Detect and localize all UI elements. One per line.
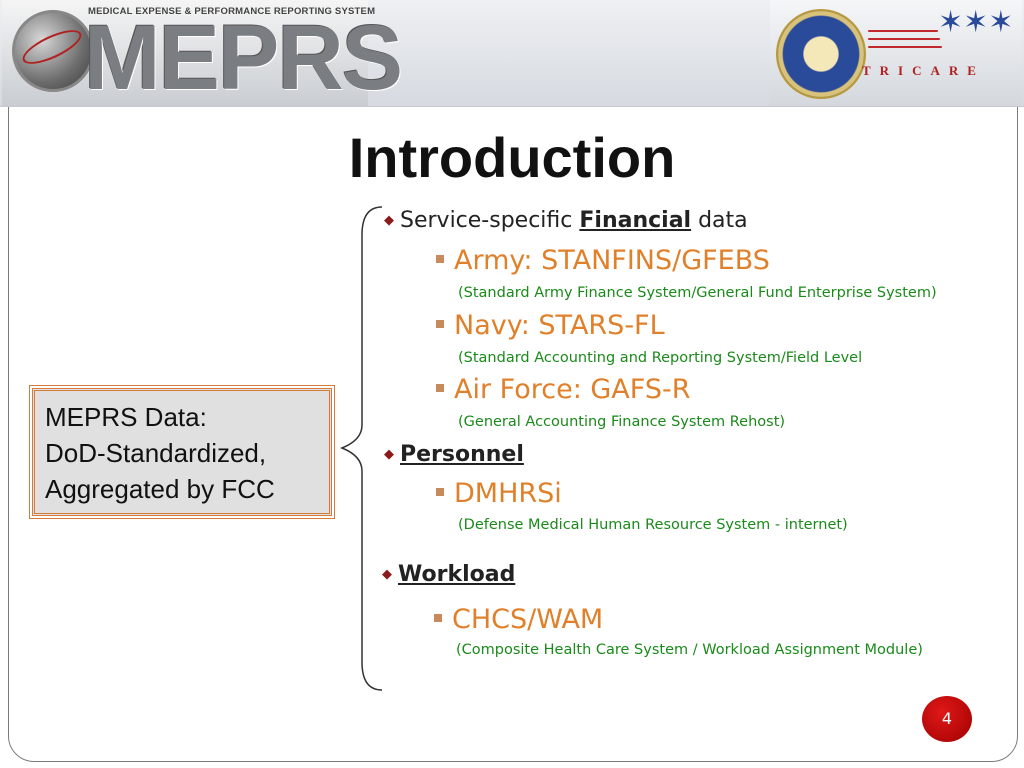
tricare-wordmark: TRICARE (862, 63, 985, 78)
financial-suffix: data (691, 208, 748, 233)
wave-icon (868, 30, 938, 32)
square-bullet-icon (436, 384, 444, 392)
tricare-logo: ✶✶✶ TRICARE (770, 0, 1022, 106)
square-bullet-icon (436, 320, 444, 328)
item-desc: (General Accounting Finance System Rehos… (458, 414, 786, 430)
square-bullet-icon (436, 488, 444, 496)
header-bar: MEDICAL EXPENSE & PERFORMANCE REPORTING … (0, 0, 1024, 109)
financial-heading: ◆ Service-specific Financial data (384, 208, 748, 233)
workload-heading: ◆ Workload (382, 562, 515, 587)
stars-icon: ✶✶✶ (938, 5, 1014, 40)
list-item: CHCS/WAM (434, 604, 603, 635)
list-item: DMHRSi (436, 478, 562, 509)
square-bullet-icon (436, 255, 444, 263)
data-box-line: MEPRS Data: (45, 402, 207, 432)
personnel-label: Personnel (400, 442, 524, 467)
logo-wordmark: MEPRS (84, 7, 403, 109)
square-bullet-icon (434, 614, 442, 622)
page-number-badge: 4 (922, 696, 972, 742)
item-name: Air Force: GAFS-R (454, 374, 691, 405)
item-desc: (Composite Health Care System / Workload… (456, 642, 923, 658)
meprs-data-box: MEPRS Data: DoD-Standardized, Aggregated… (29, 385, 335, 519)
item-desc: (Standard Army Finance System/General Fu… (458, 285, 937, 301)
financial-prefix: Service-specific (400, 208, 580, 233)
diamond-bullet-icon: ◆ (384, 447, 394, 462)
financial-emphasis: Financial (579, 208, 692, 233)
list-item: Air Force: GAFS-R (436, 374, 690, 405)
item-desc: (Defense Medical Human Resource System -… (458, 517, 848, 533)
list-item: Army: STANFINS/GFEBS (436, 245, 770, 276)
dod-seal-icon (776, 9, 866, 99)
item-name: DMHRSi (454, 478, 562, 509)
personnel-heading: ◆ Personnel (384, 442, 524, 467)
diamond-bullet-icon: ◆ (384, 213, 394, 228)
data-box-line: Aggregated by FCC (45, 474, 275, 504)
slide-title: Introduction (348, 126, 676, 189)
item-name: Navy: STARS-FL (454, 310, 665, 341)
meprs-logo: MEDICAL EXPENSE & PERFORMANCE REPORTING … (2, 0, 403, 109)
item-desc: (Standard Accounting and Reporting Syste… (458, 350, 863, 366)
logo-subtitle: MEDICAL EXPENSE & PERFORMANCE REPORTING … (88, 6, 376, 17)
wave-icon (868, 46, 942, 48)
slide-frame (8, 8, 1018, 762)
wave-icon (868, 38, 940, 40)
list-item: Navy: STARS-FL (436, 310, 665, 341)
item-name: CHCS/WAM (452, 604, 604, 635)
item-name: Army: STANFINS/GFEBS (454, 245, 770, 276)
data-box-line: DoD-Standardized, (45, 438, 267, 468)
globe-icon (12, 10, 94, 92)
workload-label: Workload (398, 562, 516, 587)
diamond-bullet-icon: ◆ (382, 567, 392, 582)
